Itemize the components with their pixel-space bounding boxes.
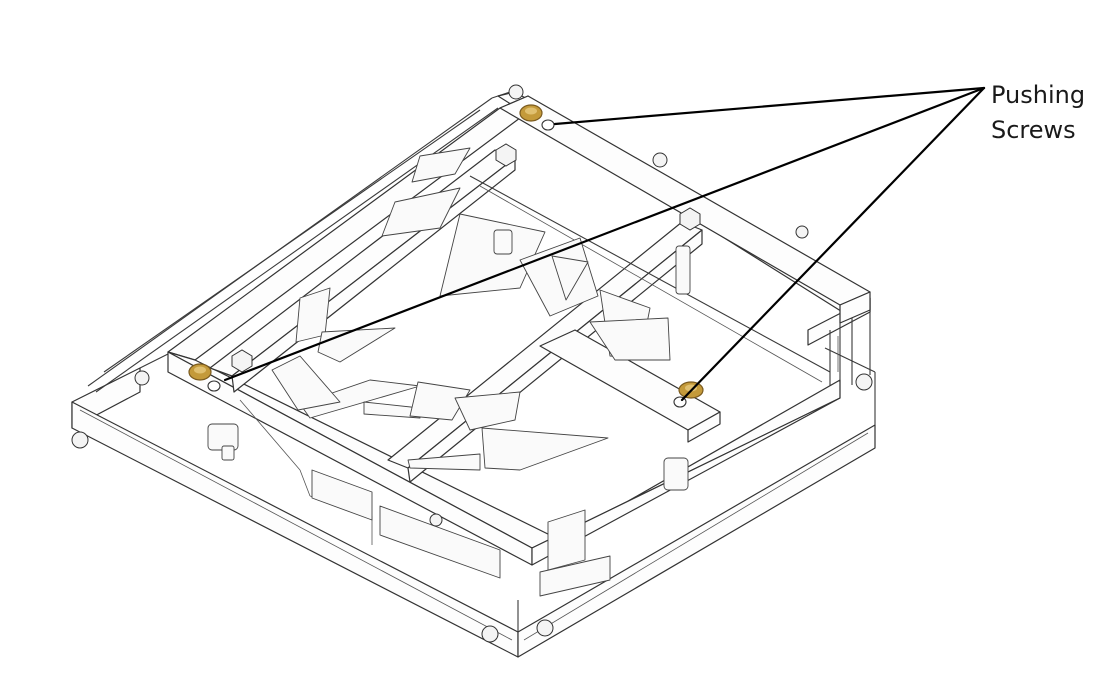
leveling-foot-icon [71,84,873,643]
leader-lines [223,86,986,402]
load-cells [207,143,701,491]
inner-brackets [239,147,671,597]
base-frame [71,347,876,658]
leader-line-right [680,86,986,402]
leader-line-left [223,86,986,382]
label-line-2: Screws [991,116,1076,144]
leader-line-top [553,86,986,126]
label-line-1: Pushing [991,81,1086,109]
pushing-screws-label: Pushing Screws [991,78,1085,148]
